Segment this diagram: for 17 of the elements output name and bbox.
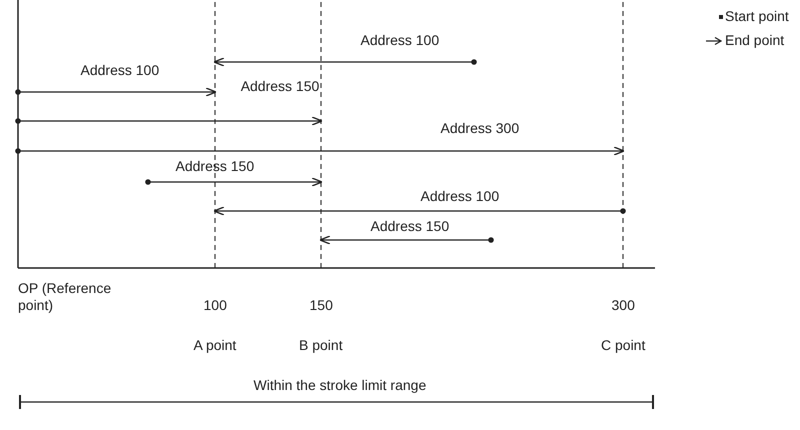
arrow-label: Address 100	[420, 188, 500, 205]
axis-label: 100	[204, 297, 227, 314]
axis-label: 150	[310, 297, 333, 314]
axis-label: OP (Reference point)	[18, 280, 112, 314]
range-label: Within the stroke limit range	[254, 377, 426, 394]
axis-label: B point	[299, 337, 343, 354]
axis-label: A point	[194, 337, 236, 354]
arrow-label: Address 150	[370, 218, 450, 235]
legend-label: End point	[725, 32, 784, 49]
arrow-label: Address 150	[240, 78, 320, 95]
legend-label: Start point	[725, 8, 789, 25]
arrow-label: Address 150	[176, 158, 254, 175]
arrow-label: Address 100	[80, 62, 160, 79]
arrow-label: Address 300	[440, 120, 520, 137]
axis-label: 300	[612, 297, 635, 314]
axis-label: C point	[601, 337, 646, 354]
arrow-label: Address 100	[360, 32, 440, 49]
